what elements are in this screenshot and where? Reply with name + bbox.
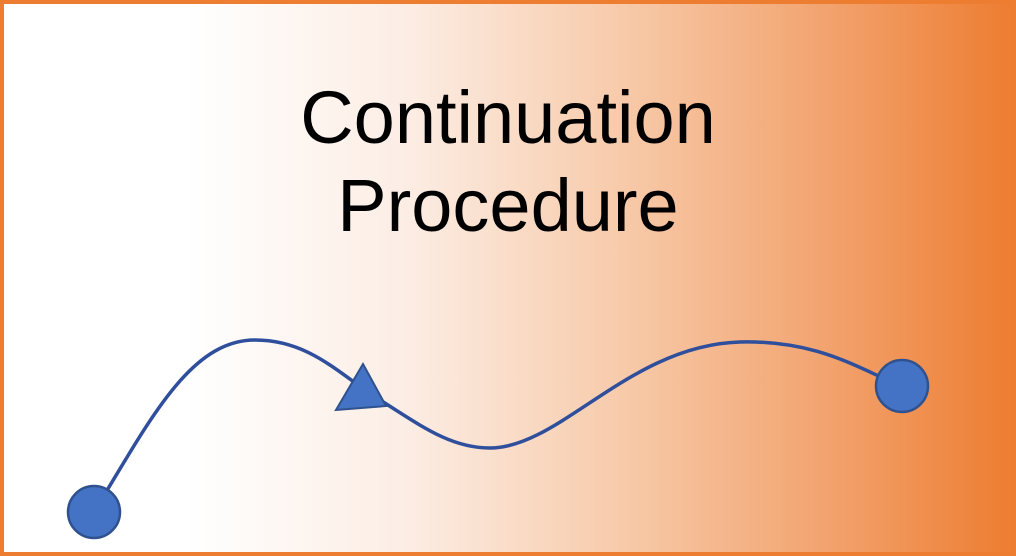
title-line-1: Continuation — [300, 76, 716, 159]
title-line-2: Procedure — [337, 164, 679, 247]
end-node-icon — [874, 358, 930, 414]
direction-arrow-icon — [334, 361, 388, 412]
start-node-icon — [66, 484, 122, 540]
diagram-title: Continuation Procedure — [4, 74, 1012, 250]
continuation-curve — [92, 338, 904, 514]
